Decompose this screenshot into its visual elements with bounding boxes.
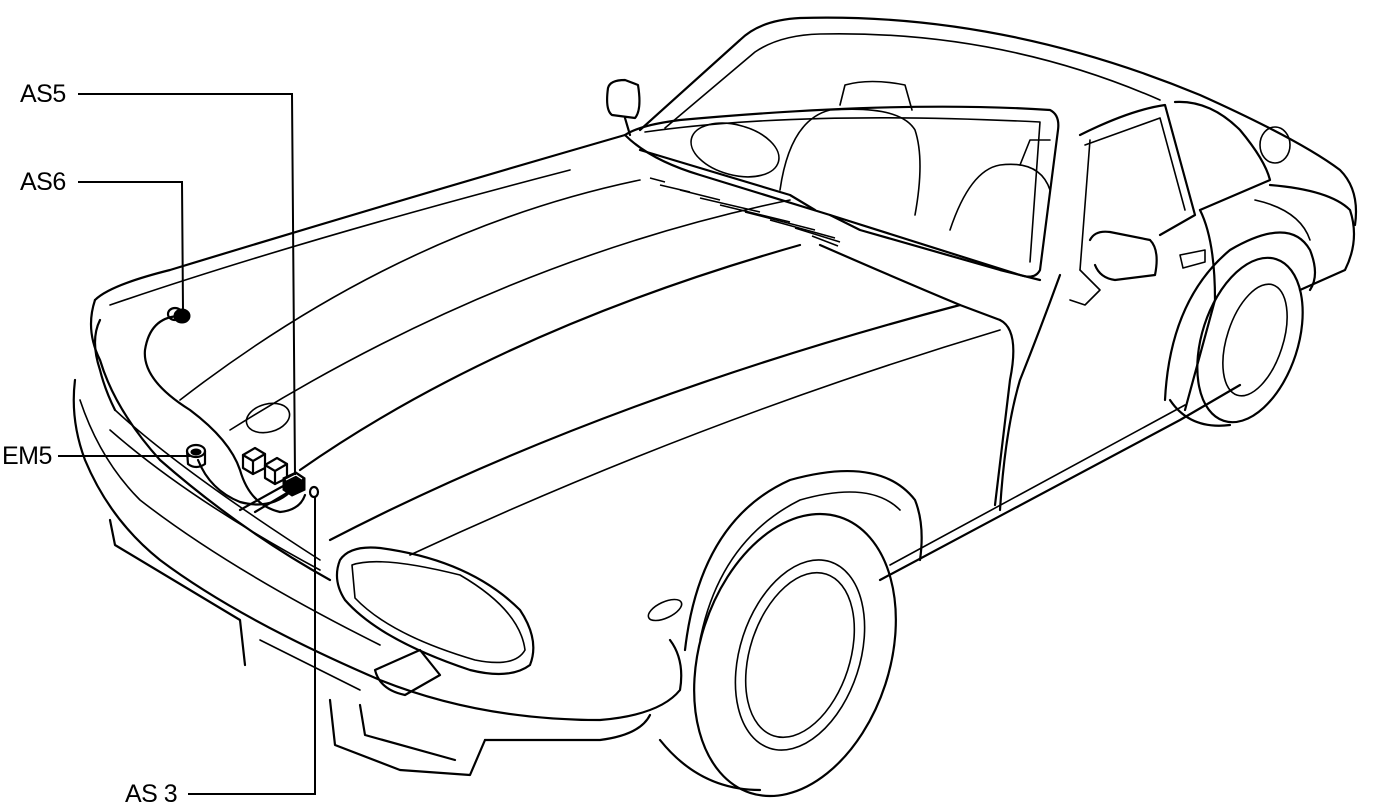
- as3-component: [308, 485, 320, 499]
- as5-component: [282, 471, 306, 497]
- cowl-vent: [649, 177, 841, 247]
- wiring-harness: [143, 314, 307, 514]
- as6-component: [166, 306, 191, 324]
- car-body: [72, 16, 1358, 798]
- leader-lines: [58, 93, 316, 795]
- as3-leader: [188, 497, 316, 795]
- as6-leader: [78, 181, 184, 311]
- callout-as3: AS 3: [125, 780, 178, 808]
- callout-as6: AS6: [20, 168, 66, 196]
- callout-em5: EM5: [2, 442, 52, 470]
- callout-as5: AS5: [20, 80, 66, 108]
- as5-leader: [78, 93, 296, 476]
- em5-component: [185, 443, 207, 469]
- relay-boxes: [241, 446, 289, 486]
